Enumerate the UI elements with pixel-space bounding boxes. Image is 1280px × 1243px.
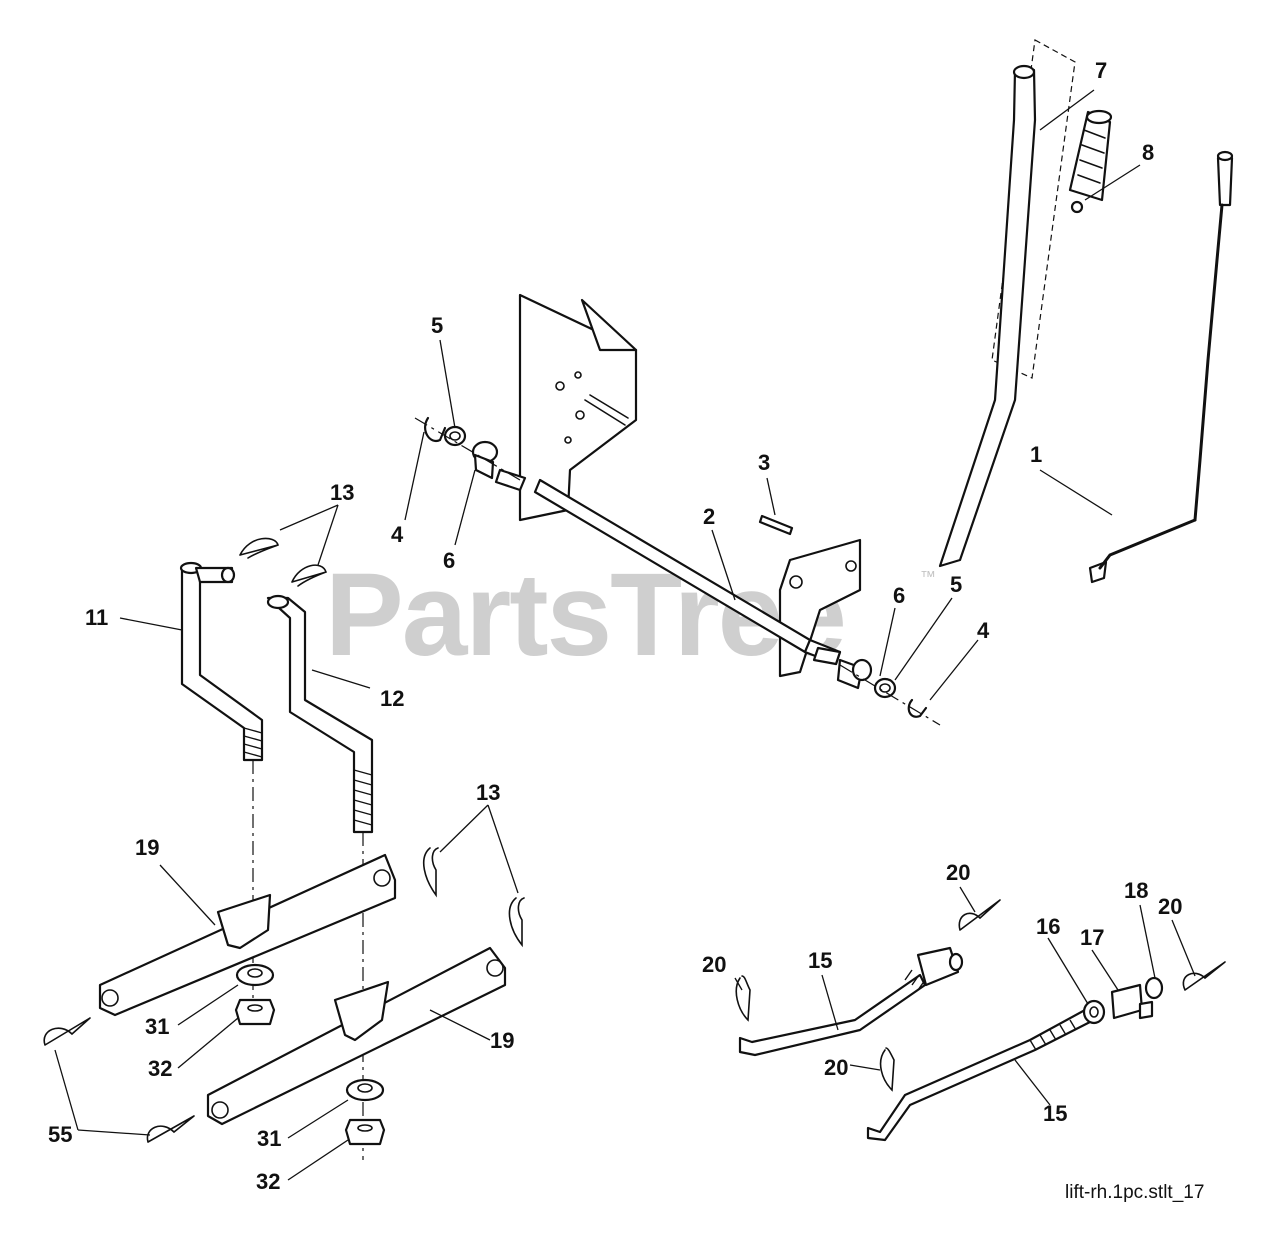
lift-link-right bbox=[266, 594, 374, 834]
nut-lower bbox=[344, 1118, 386, 1146]
callout-13-mid: 13 bbox=[476, 780, 500, 805]
lever-extension-phantom bbox=[991, 39, 1076, 379]
washer-18 bbox=[1144, 976, 1164, 1000]
lift-arm-upper bbox=[98, 853, 397, 1017]
callout-5-left: 5 bbox=[431, 313, 443, 338]
e-clip-right bbox=[907, 698, 928, 718]
callout-13-top: 13 bbox=[330, 480, 354, 505]
hairpin-clip-mid-2 bbox=[508, 897, 525, 948]
roll-pin bbox=[758, 514, 794, 536]
callout-labels: 1 2 3 4 4 5 5 6 6 7 8 11 12 13 13 15 15 … bbox=[48, 58, 1182, 1194]
callout-4-right: 4 bbox=[977, 618, 990, 643]
washer-right bbox=[873, 677, 897, 699]
hairpin-clip-55-1 bbox=[43, 1017, 91, 1046]
hairpin-clip-55-2 bbox=[146, 1115, 195, 1143]
callout-32-upper: 32 bbox=[148, 1056, 172, 1081]
callout-7: 7 bbox=[1095, 58, 1107, 83]
callout-4-left: 4 bbox=[391, 522, 404, 547]
callout-8: 8 bbox=[1142, 140, 1154, 165]
mounting-plate bbox=[518, 293, 638, 522]
callout-15-upper: 15 bbox=[808, 948, 832, 973]
watermark-trademark: ™ bbox=[920, 569, 936, 586]
hairpin-clip-20-3 bbox=[879, 1047, 895, 1092]
leader-lines bbox=[54, 89, 1196, 1181]
nut-upper bbox=[234, 998, 276, 1026]
hairpin-clip-top-1 bbox=[239, 537, 279, 559]
callout-6-left: 6 bbox=[443, 548, 455, 573]
bushing-left bbox=[471, 440, 499, 480]
callout-11: 11 bbox=[85, 605, 108, 630]
diagram-reference-code: lift-rh.1pc.stlt_17 bbox=[1065, 1182, 1204, 1203]
callout-19-upper: 19 bbox=[135, 835, 159, 860]
callout-20-bottom: 20 bbox=[824, 1055, 848, 1080]
cross-shaft bbox=[494, 468, 842, 666]
callout-15-lower: 15 bbox=[1043, 1101, 1067, 1126]
jam-nut bbox=[1082, 999, 1106, 1025]
axis-line-right bbox=[839, 664, 941, 726]
callout-32-lower: 32 bbox=[256, 1169, 280, 1194]
e-clip-left bbox=[424, 416, 447, 443]
hairpin-clip-20-2 bbox=[958, 899, 1001, 931]
adjust-rod-upper bbox=[738, 946, 964, 1057]
callout-2: 2 bbox=[703, 504, 715, 529]
axis-line-left bbox=[414, 417, 521, 481]
lift-lever bbox=[778, 64, 1037, 678]
callout-6-right: 6 bbox=[893, 583, 905, 608]
callout-18: 18 bbox=[1124, 878, 1148, 903]
bushing-right bbox=[836, 658, 873, 690]
grip-cap bbox=[1070, 200, 1084, 214]
lift-link-left bbox=[179, 561, 264, 762]
callout-16: 16 bbox=[1036, 914, 1060, 939]
callout-12: 12 bbox=[380, 686, 404, 711]
callout-19-lower: 19 bbox=[490, 1028, 514, 1053]
lift-cable bbox=[1088, 150, 1234, 584]
hairpin-clip-20-4 bbox=[1182, 961, 1226, 991]
callout-1: 1 bbox=[1030, 442, 1042, 467]
hairpin-clip-top-2 bbox=[291, 564, 328, 587]
callout-31-upper: 31 bbox=[145, 1014, 169, 1039]
trunnion-block bbox=[1110, 983, 1154, 1020]
callout-17: 17 bbox=[1080, 925, 1104, 950]
lift-arm-lower bbox=[206, 946, 507, 1126]
callout-55: 55 bbox=[48, 1122, 72, 1147]
hairpin-clip-20-1 bbox=[735, 975, 751, 1022]
callout-31-lower: 31 bbox=[257, 1126, 281, 1151]
callout-3: 3 bbox=[758, 450, 770, 475]
callout-5-right: 5 bbox=[950, 572, 962, 597]
callout-20-top: 20 bbox=[946, 860, 970, 885]
handle-grip bbox=[1068, 109, 1113, 202]
hairpin-clip-mid-1 bbox=[422, 847, 439, 898]
spacer-upper bbox=[235, 963, 275, 987]
callout-20-right: 20 bbox=[1158, 894, 1182, 919]
callout-20-left: 20 bbox=[702, 952, 726, 977]
spacer-lower bbox=[345, 1078, 385, 1102]
